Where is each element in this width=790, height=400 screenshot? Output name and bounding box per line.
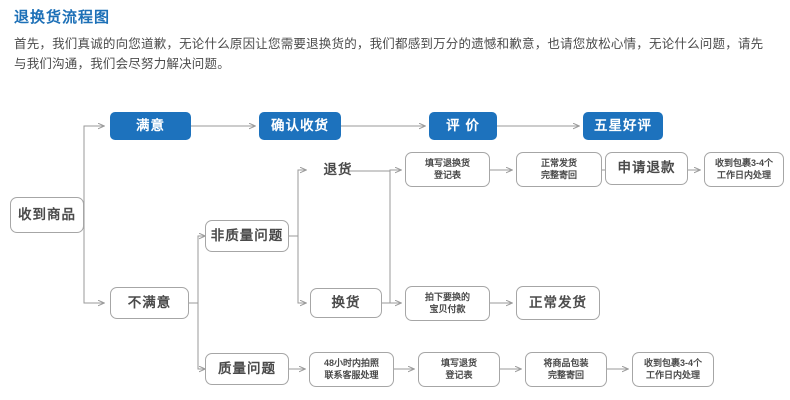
page-title: 退换货流程图 — [14, 9, 111, 26]
node-normal-shipping[interactable]: 正常发货 — [516, 286, 600, 320]
wire-nonquality-return — [289, 170, 306, 237]
wire-received-satisfied — [83, 126, 104, 215]
node-return-goods[interactable]: 退货 — [323, 161, 353, 177]
node-fill-return-form[interactable]: 填写退货登记表 — [418, 352, 500, 387]
node-exchange-goods[interactable]: 换货 — [310, 288, 382, 318]
node-pack-and-send-back[interactable]: 将商品包装完整寄回 — [525, 352, 607, 387]
node-quality-issue[interactable]: 质量问题 — [205, 353, 289, 385]
node-parcel-processing-days-top[interactable]: 收到包裹3-4个工作日内处理 — [704, 152, 784, 187]
node-five-star-review[interactable]: 五星好评 — [583, 112, 663, 140]
node-unsatisfied[interactable]: 不满意 — [110, 287, 189, 319]
wire-received-unsatisfied — [83, 215, 104, 303]
wire-unsatisfied-quality — [189, 302, 205, 369]
node-parcel-processing-days-bottom[interactable]: 收到包裹3-4个工作日内处理 — [632, 352, 714, 387]
node-received[interactable]: 收到商品 — [10, 197, 84, 233]
wire-nonquality-exchange — [289, 235, 306, 303]
node-pay-for-exchange-item[interactable]: 拍下要换的宝贝付款 — [405, 286, 490, 321]
node-review[interactable]: 评 价 — [429, 112, 497, 140]
node-satisfied[interactable]: 满意 — [110, 112, 191, 140]
wire-return-fillform — [349, 170, 401, 171]
page-header: 退换货流程图 首先，我们真诚的向您道歉，无论什么原因让您需要退换货的，我们都感到… — [14, 8, 776, 74]
node-confirm-receipt[interactable]: 确认收货 — [259, 112, 341, 140]
node-ship-back-complete[interactable]: 正常发货完整寄回 — [516, 152, 602, 187]
node-photo-within-48h[interactable]: 48小时内拍照联系客服处理 — [309, 352, 394, 387]
node-apply-refund[interactable]: 申请退款 — [605, 152, 688, 185]
wire-unsatisfied-nonquality — [189, 236, 205, 304]
node-fill-exchange-form[interactable]: 填写退换货登记表 — [405, 152, 490, 187]
node-non-quality-issue[interactable]: 非质量问题 — [205, 220, 289, 252]
intro-paragraph: 首先，我们真诚的向您道歉，无论什么原因让您需要退换货的，我们都感到万分的遗憾和歉… — [14, 37, 764, 71]
